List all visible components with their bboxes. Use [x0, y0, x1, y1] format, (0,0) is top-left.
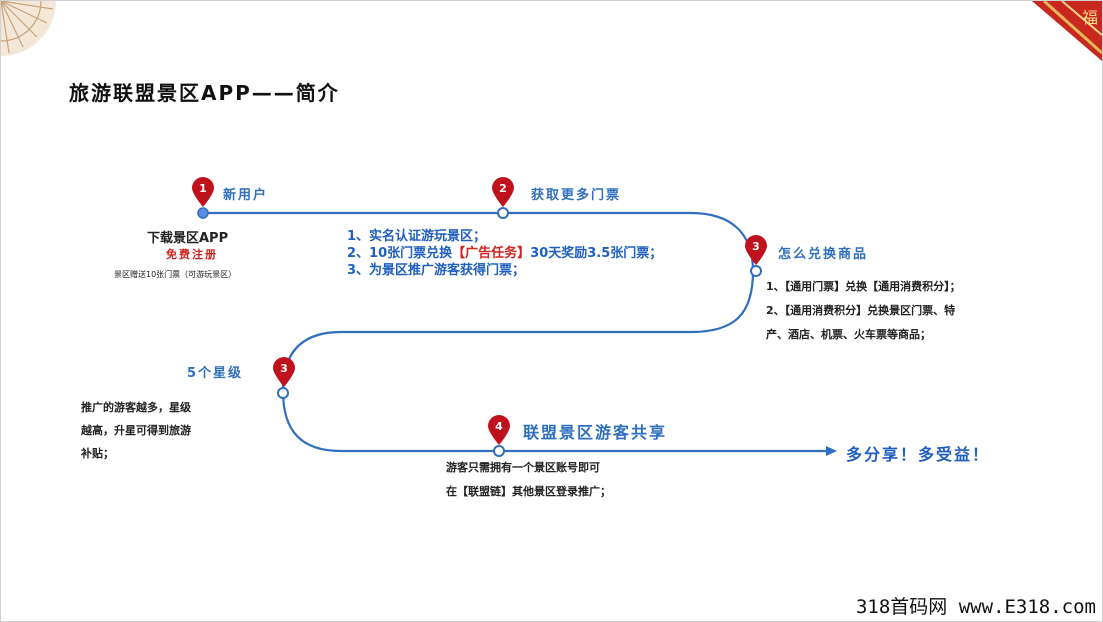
step-4-label: 联盟景区游客共享	[523, 423, 668, 442]
step-3a-pin-icon: 3	[744, 235, 768, 265]
step-3b-label: 5个星级	[187, 366, 244, 381]
svg-text:福: 福	[1082, 8, 1098, 27]
step-3a-item-2: 2、【通用消费积分】兑换景区门票、特	[766, 304, 956, 317]
step-1-line2: 免费注册	[166, 248, 218, 261]
final-slogan: 多分享！多受益！	[846, 445, 991, 464]
step-1-line3: 景区赠送10张门票（可游玩景区）	[114, 270, 237, 279]
step-3a-label: 怎么兑换商品	[778, 247, 869, 262]
step-4-number: 4	[495, 420, 503, 433]
step-3b-number: 3	[280, 362, 288, 375]
step-3b-item-2: 越高，升星可得到旅游	[81, 424, 191, 437]
step-1-label: 新用户	[223, 188, 269, 203]
step-1-pin-icon: 1	[191, 177, 215, 207]
step-3a-item-1: 1、【通用门票】兑换【通用消费积分】；	[766, 280, 961, 293]
step-2-label: 获取更多门票	[531, 188, 622, 203]
ad-task-highlight: 【广告任务】	[452, 246, 531, 261]
step-2-item-1: 1、实名认证游玩景区；	[347, 229, 487, 244]
step-4-item-2: 在【联盟链】其他景区登录推广；	[446, 485, 611, 498]
step-2-item-2: 2、10张门票兑换【广告任务】30天奖励3.5张门票；	[347, 246, 663, 261]
step-4-pin-icon: 4	[487, 415, 511, 445]
step-3a-item-3: 产、酒店、机票、火车票等商品；	[766, 328, 931, 341]
step-1-number: 1	[199, 182, 207, 195]
step-3b-pin-icon: 3	[272, 357, 296, 387]
page-title: 旅游联盟景区APP——简介	[69, 81, 340, 105]
step-4-item-1: 游客只需拥有一个景区账号即可	[446, 461, 600, 474]
watermark: 318首码网 www.E318.com	[855, 596, 1096, 618]
step-2-pin-icon: 2	[491, 177, 515, 207]
step-3b-item-1: 推广的游客越多，星级	[81, 401, 191, 414]
step-1-line1: 下载景区APP	[147, 231, 229, 246]
step-2-item-3: 3、为景区推广游客获得门票；	[347, 263, 526, 278]
step-2-number: 2	[499, 182, 507, 195]
step-3a-number: 3	[752, 240, 760, 253]
corner-decoration-icon: 福	[1032, 1, 1102, 61]
step-3b-item-3: 补贴；	[81, 447, 114, 460]
fan-decoration-icon	[1, 1, 56, 56]
